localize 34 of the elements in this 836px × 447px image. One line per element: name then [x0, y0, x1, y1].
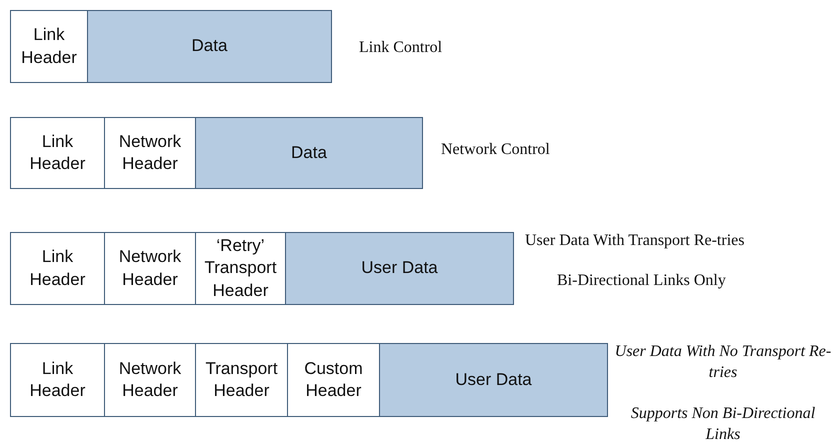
data-field-box	[195, 117, 423, 189]
field-label: Link Header	[28, 130, 86, 175]
header-field-box	[104, 343, 196, 417]
field-label: Custom Header	[303, 358, 364, 402]
header-field-box	[104, 117, 196, 189]
row-description: Supports Non Bi-Directional Links	[630, 404, 816, 445]
field-label: Transport Header	[204, 358, 279, 402]
header-field-box	[10, 343, 105, 417]
row-description: User Data With No Transport Re-tries	[614, 342, 832, 383]
field-label: Network Header	[118, 246, 182, 290]
field-label: Data	[291, 142, 327, 164]
header-field-box	[104, 232, 196, 305]
header-field-box	[195, 232, 286, 305]
data-field-box	[87, 10, 332, 83]
header-field-box	[10, 232, 105, 305]
field-label: User Data	[361, 257, 438, 280]
field-label: Link Header	[28, 358, 86, 402]
header-field-box	[10, 117, 105, 189]
field-label: Data	[192, 35, 228, 58]
row-description: Bi-Directional Links Only	[557, 271, 726, 291]
field-label: User Data	[455, 368, 532, 391]
row-description: User Data With Transport Re-tries	[525, 231, 744, 251]
data-field-box	[285, 232, 514, 305]
header-field-box	[10, 10, 88, 83]
header-field-box	[195, 343, 288, 417]
data-field-box	[379, 343, 608, 417]
field-label: Network Header	[118, 358, 182, 402]
header-field-box	[287, 343, 380, 417]
row-description: Link Control	[359, 38, 442, 58]
field-label: ‘Retry’ Transport Header	[203, 235, 278, 302]
field-label: Network Header	[118, 130, 182, 175]
row-description: Network Control	[441, 140, 550, 160]
field-label: Link Header	[20, 24, 78, 68]
field-label: Link Header	[28, 246, 86, 290]
